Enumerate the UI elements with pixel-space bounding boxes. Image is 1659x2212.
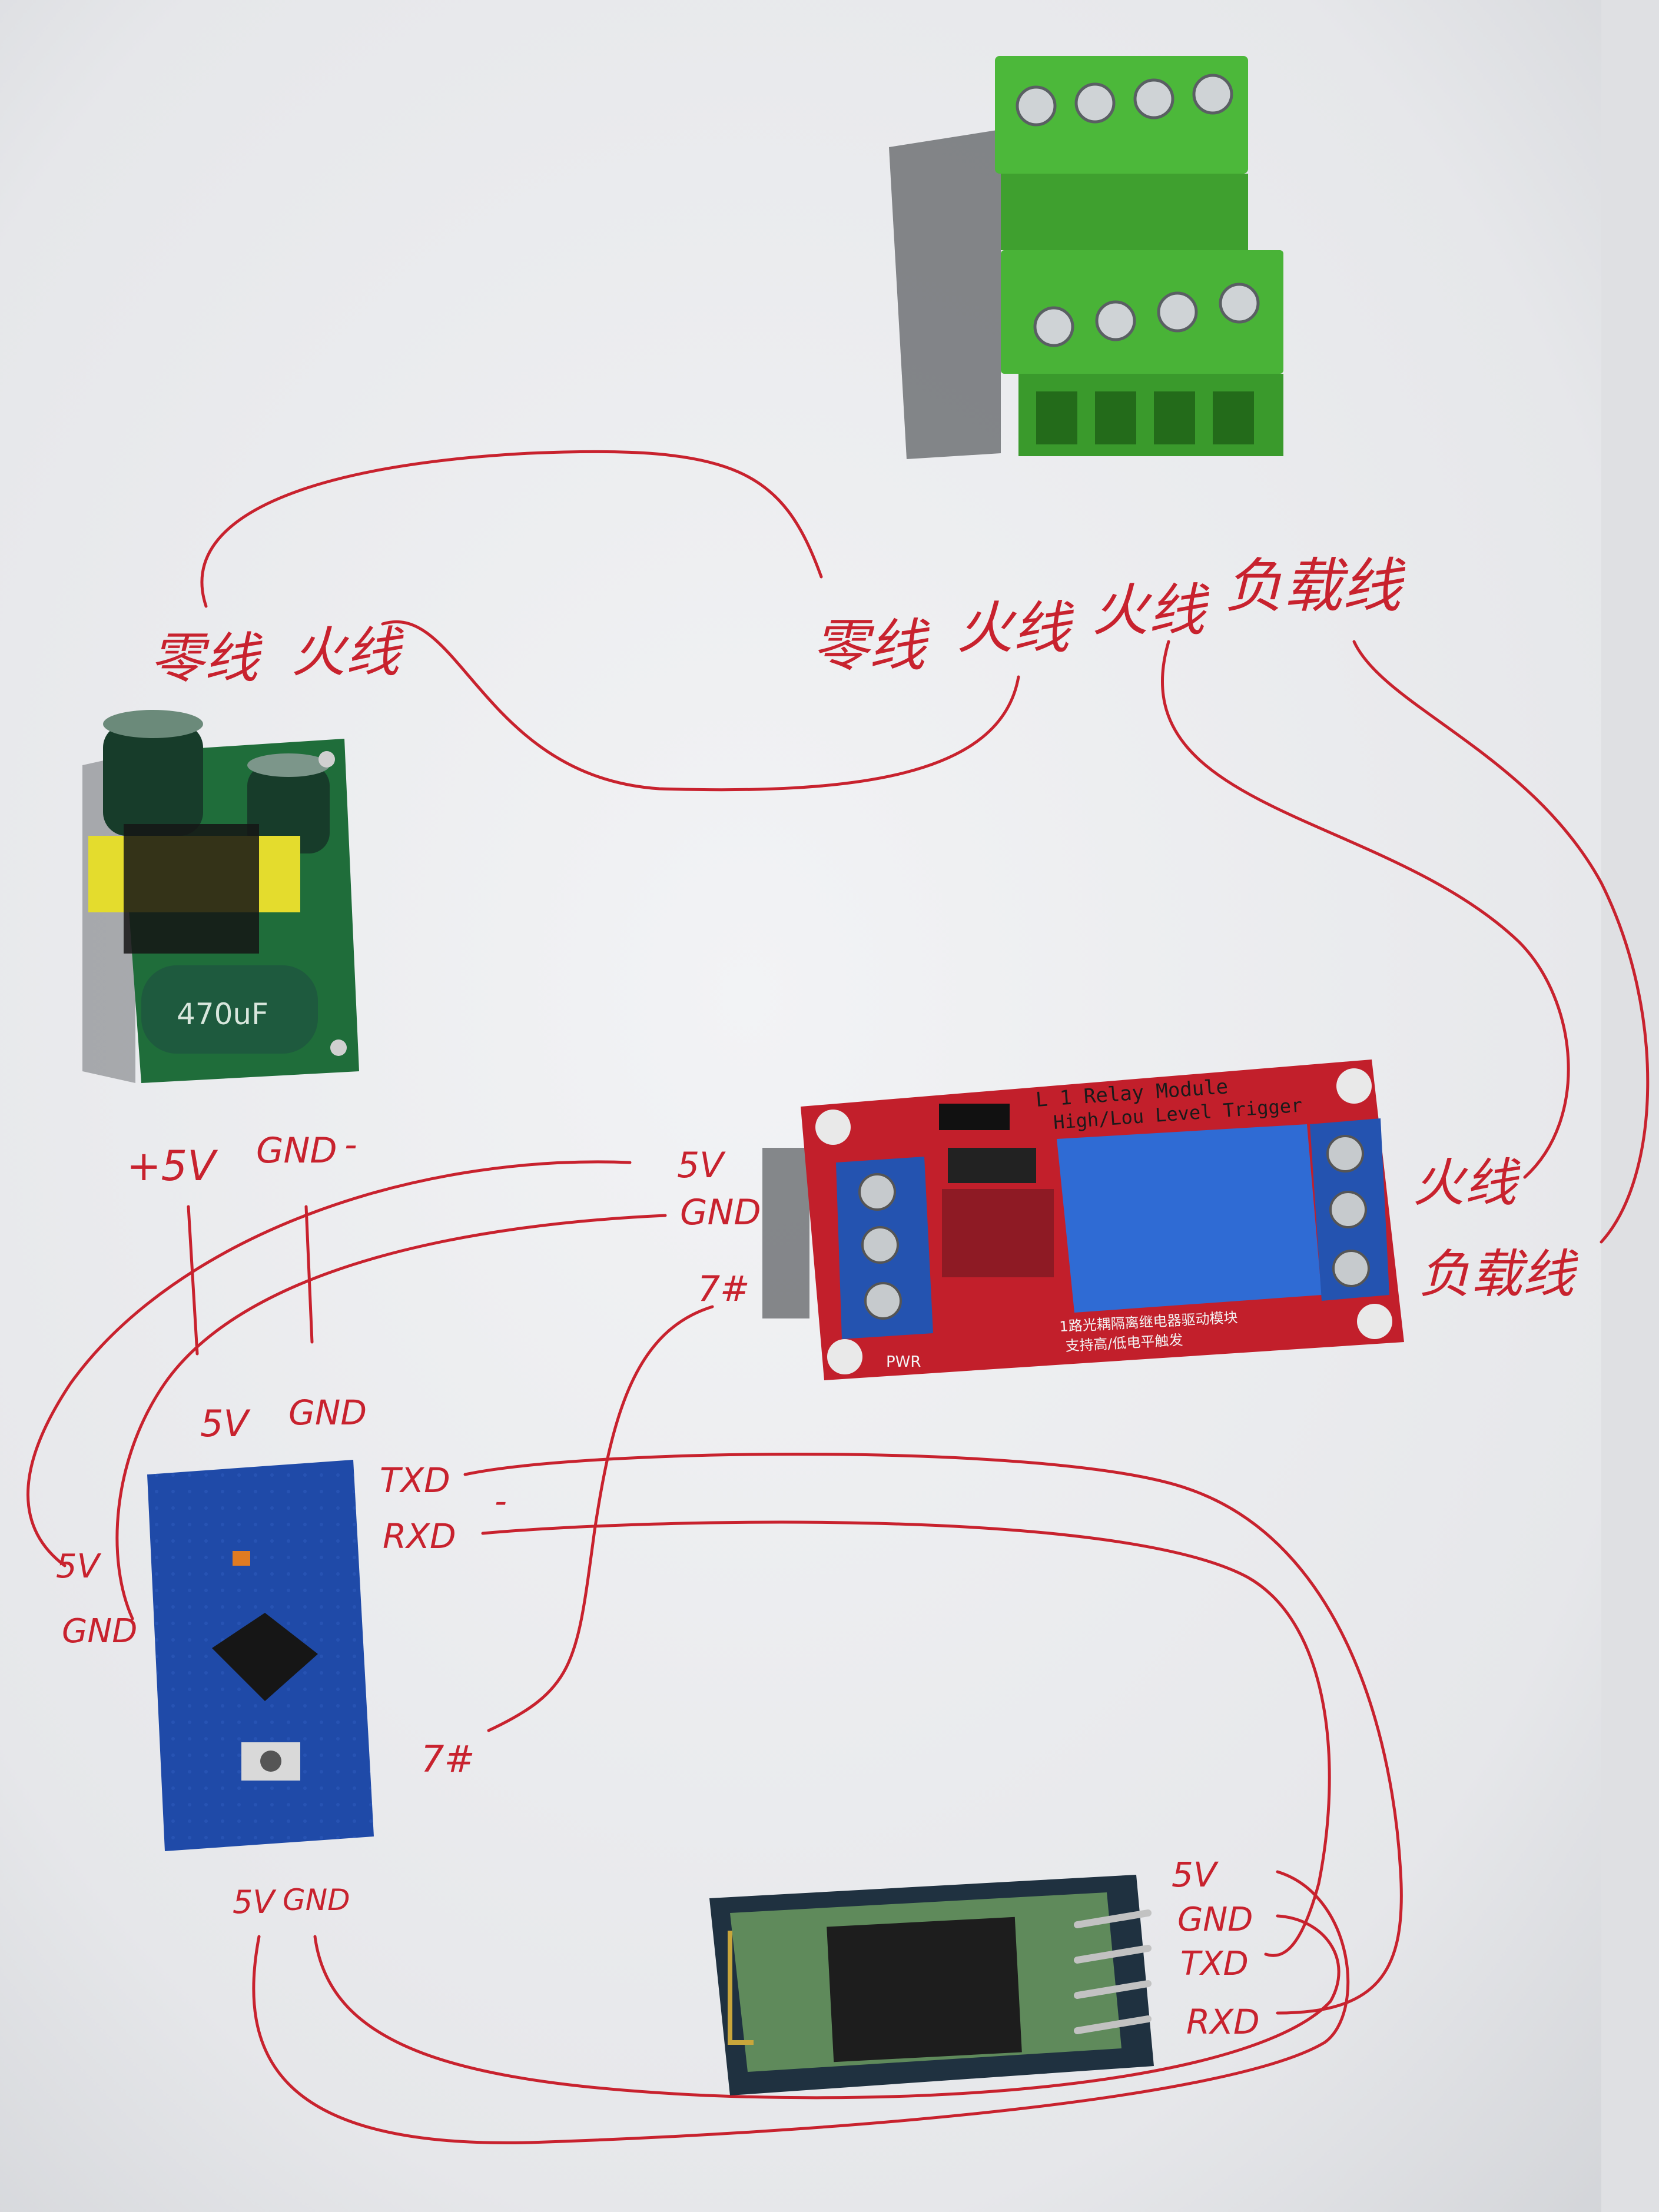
arduino-bottom-5v-label: 5V (233, 1884, 277, 1921)
arduino-txd-label: TXD (380, 1460, 450, 1500)
arduino-pin7-label: 7# (421, 1738, 475, 1781)
right-edge-shadow (1601, 0, 1659, 2212)
relay-pin7-label: 7# (698, 1268, 749, 1310)
psu-module: 470uF (82, 710, 359, 1083)
psu-cap-label: 470uF (177, 997, 268, 1031)
terminal-live2-label: 火线 (1092, 577, 1210, 643)
relay-live-label: 火线 (1413, 1153, 1521, 1213)
terminal-neutral-label: 零线 (812, 613, 930, 679)
relay-module: L 1 Relay Module High/Lou Level Trigger … (762, 1059, 1404, 1380)
bt-5v-label: 5V (1172, 1855, 1219, 1895)
handwritten-labels: 零线 火线 零线 火线 火线 负载线 +5V GND - 5V GND 7# 火… (56, 552, 1578, 2042)
wires (26, 450, 1650, 2144)
psu-plus5v-label: +5V (127, 1142, 218, 1190)
arduino-top-gnd-label: GND (288, 1393, 367, 1433)
terminal-screws-top (1016, 74, 1233, 127)
bt-rxd-label: RXD (1186, 2002, 1260, 2042)
bt-gnd-label: GND (1177, 1901, 1253, 1939)
terminal-block (889, 56, 1283, 459)
relay-gnd-label: GND (680, 1192, 761, 1233)
psu-gnd-label: GND (256, 1130, 337, 1171)
terminal-load-label: 负载线 (1225, 552, 1406, 620)
relay-pwr-label: PWR (886, 1353, 921, 1371)
arduino-left-gnd-label: GND (62, 1612, 137, 1650)
relay-5v-label: 5V (677, 1145, 726, 1186)
psu-neutral-label: 零线 (150, 627, 263, 690)
arduino-dash-label: - (495, 1481, 507, 1521)
arduino-pro-mini (147, 1460, 374, 1851)
relay-load-label: 负载线 (1419, 1244, 1578, 1304)
arduino-top-5v-label: 5V (200, 1402, 251, 1445)
psu-live-label: 火线 (291, 621, 404, 684)
bt-txd-label: TXD (1180, 1945, 1249, 1983)
psu-dash-label: - (344, 1124, 357, 1165)
arduino-bottom-gnd-label: GND (283, 1883, 350, 1917)
arduino-left-5v-label: 5V (56, 1547, 102, 1586)
arduino-rxd-label: RXD (383, 1516, 456, 1556)
bluetooth-module (709, 1875, 1154, 2095)
terminal-screws-bottom (1033, 283, 1260, 347)
terminal-live1-label: 火线 (957, 595, 1074, 661)
